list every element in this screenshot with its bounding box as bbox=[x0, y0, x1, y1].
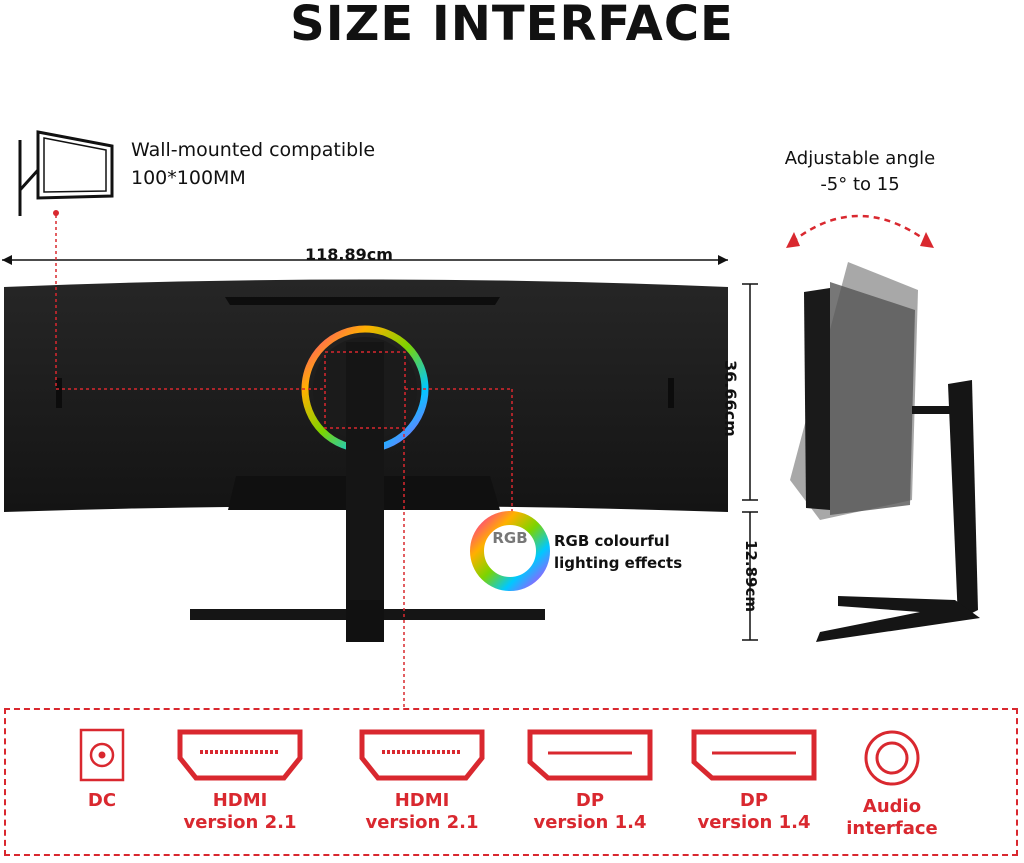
angle-line2: -5° to 15 bbox=[820, 174, 900, 195]
wall-mount-text: Wall-mounted compatible 100*100MM bbox=[131, 136, 375, 192]
rgb-badge: RGB bbox=[492, 529, 528, 547]
height-dimension-line bbox=[742, 283, 758, 641]
port-version: version 1.4 bbox=[697, 812, 811, 833]
rgb-color-wheel-icon bbox=[470, 511, 550, 591]
audio-jack-icon bbox=[864, 730, 920, 786]
monitor-side-view bbox=[790, 262, 980, 642]
hdmi-port-icon bbox=[359, 729, 485, 781]
rgb-line1: RGB colourful bbox=[554, 532, 670, 550]
angle-text: Adjustable angle -5° to 15 bbox=[760, 146, 960, 198]
guide-lines bbox=[55, 215, 513, 708]
port-label: HDMI bbox=[212, 790, 268, 811]
angle-arrow-icon bbox=[786, 214, 934, 248]
port-audio: Audio interface bbox=[836, 728, 948, 840]
port-dp-1: DP version 1.4 bbox=[520, 728, 660, 834]
displayport-icon bbox=[691, 729, 817, 781]
displayport-icon bbox=[527, 729, 653, 781]
port-version: version 2.1 bbox=[365, 812, 479, 833]
rgb-text: RGB colourful lighting effects bbox=[554, 530, 682, 574]
port-label: HDMI bbox=[394, 790, 450, 811]
port-hdmi-1: HDMI version 2.1 bbox=[170, 728, 310, 834]
dc-power-icon bbox=[79, 728, 125, 782]
wall-mount-icon bbox=[18, 130, 114, 216]
wall-mount-line1: Wall-mounted compatible bbox=[131, 139, 376, 161]
port-label: DC bbox=[87, 790, 117, 811]
height-label: 36.66cm bbox=[721, 360, 740, 437]
hdmi-port-icon bbox=[177, 729, 303, 781]
port-version: interface bbox=[846, 818, 938, 839]
port-label: DP bbox=[575, 790, 605, 811]
port-dc: DC bbox=[62, 728, 142, 812]
stand-height-label: 12.89cm bbox=[742, 540, 760, 612]
width-dimension-line bbox=[2, 255, 728, 265]
rgb-line2: lighting effects bbox=[554, 554, 683, 572]
wall-mount-line2: 100*100MM bbox=[131, 167, 246, 189]
page-title: SIZE INTERFACE bbox=[290, 0, 734, 52]
port-hdmi-2: HDMI version 2.1 bbox=[352, 728, 492, 834]
ports-panel bbox=[4, 708, 1018, 856]
width-label: 118.89cm bbox=[305, 245, 393, 264]
port-label: DP bbox=[739, 790, 769, 811]
port-label: Audio bbox=[862, 796, 922, 817]
port-dp-2: DP version 1.4 bbox=[684, 728, 824, 834]
monitor-back bbox=[4, 279, 728, 642]
angle-line1: Adjustable angle bbox=[784, 148, 936, 169]
port-version: version 1.4 bbox=[533, 812, 647, 833]
port-version: version 2.1 bbox=[183, 812, 297, 833]
